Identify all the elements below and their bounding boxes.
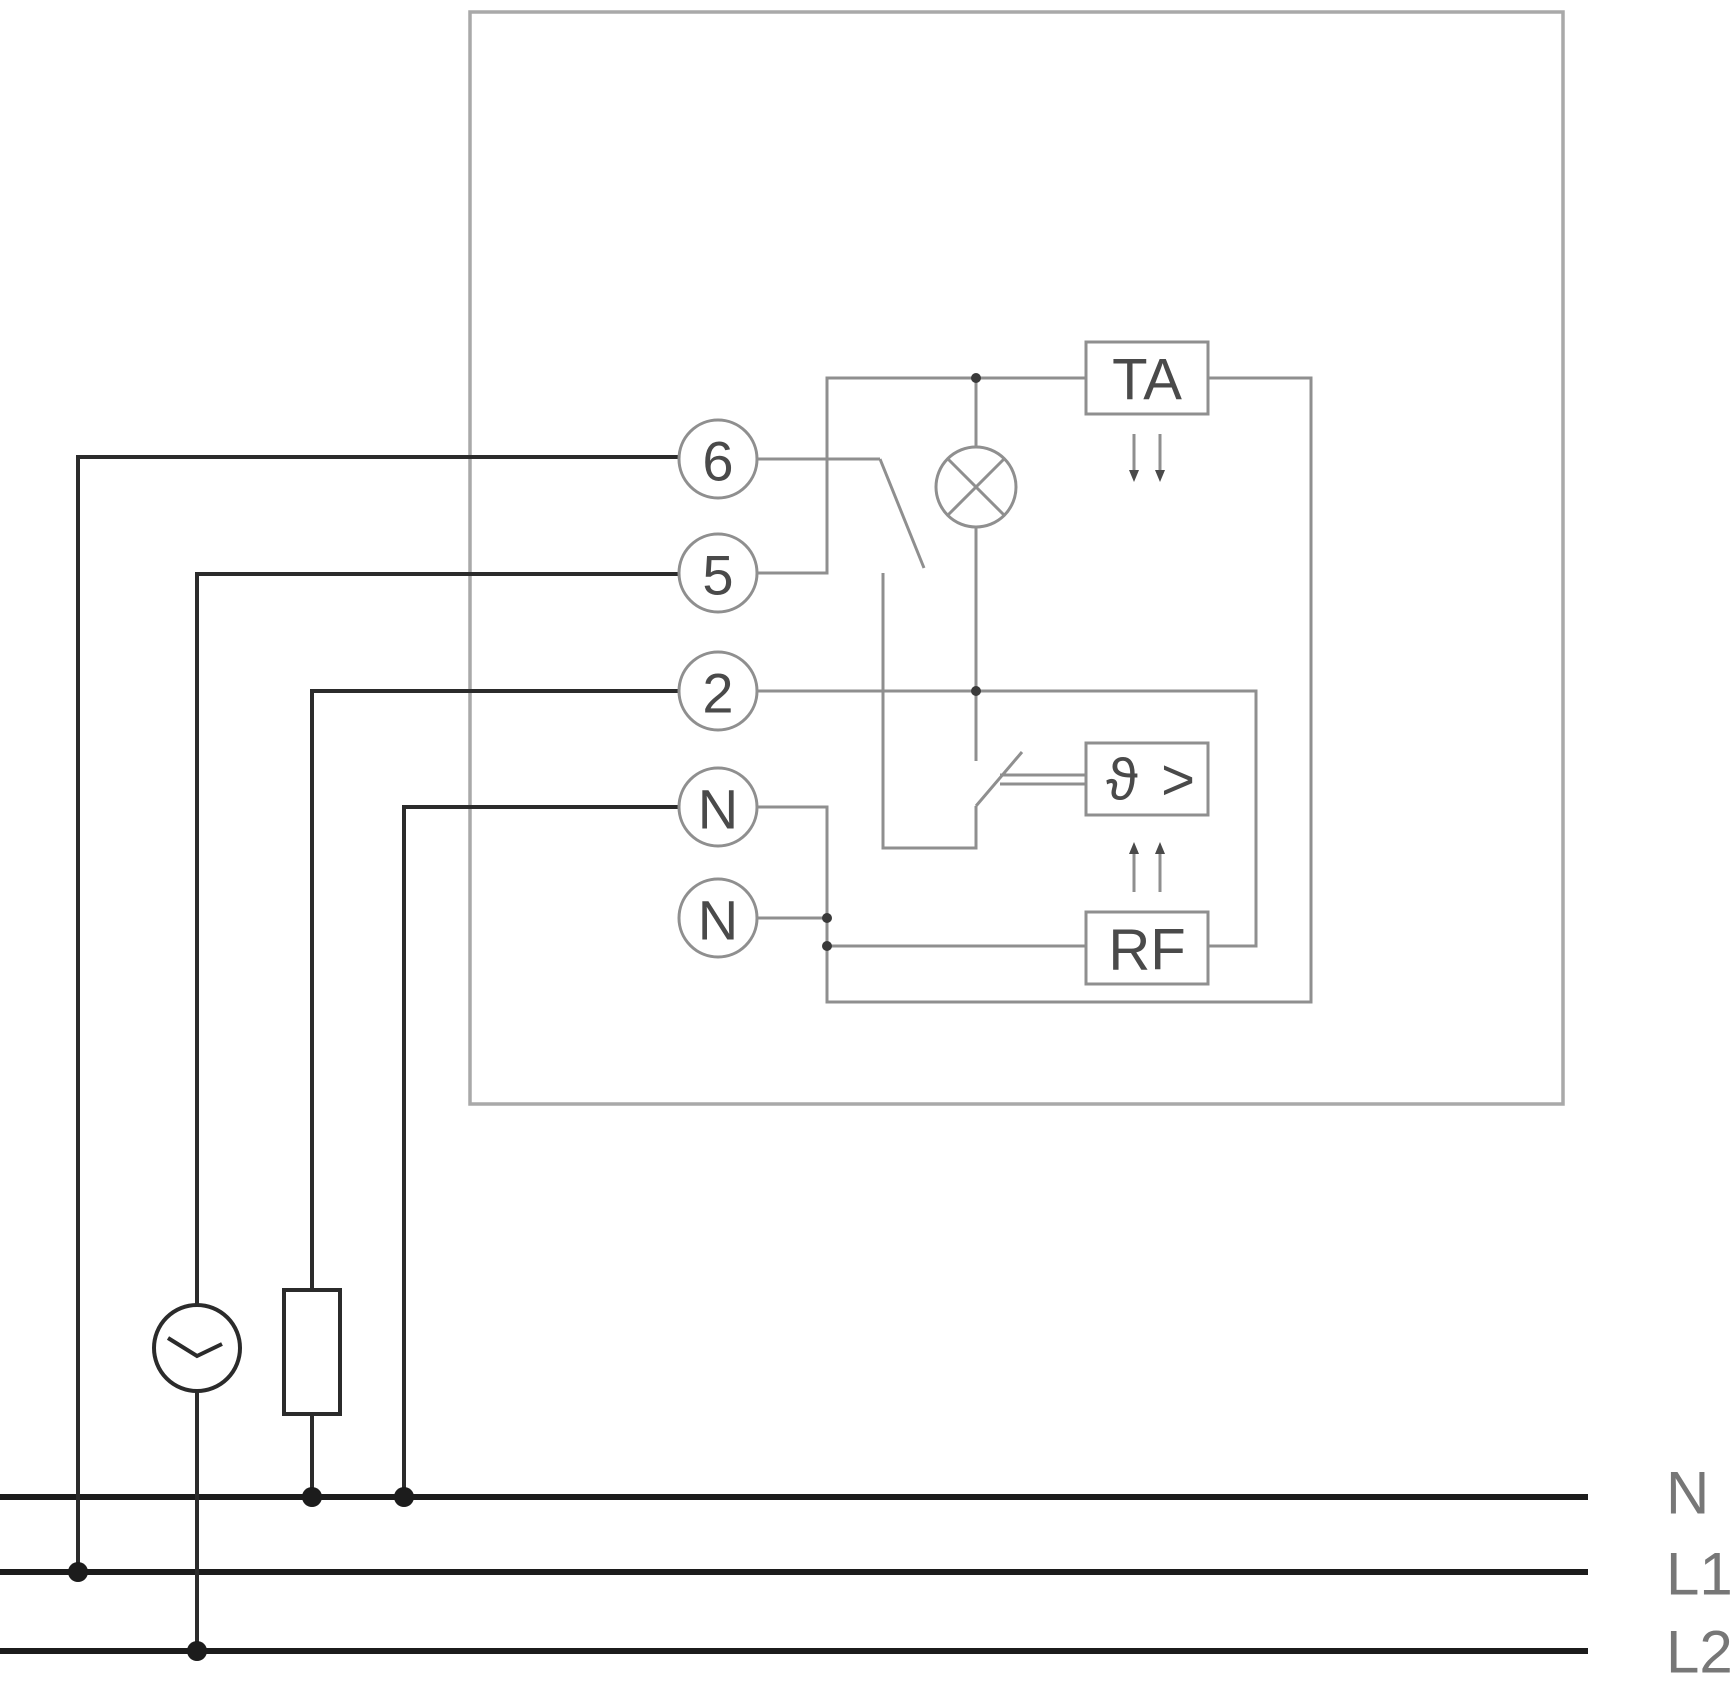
terminal-n-2-label: N: [698, 889, 738, 952]
bus-l2-label: L2: [1666, 1619, 1732, 1686]
thermostat-box: [1084, 741, 1210, 817]
ta-label: TA: [1112, 348, 1182, 413]
terminal-n-2-circle: [677, 877, 759, 959]
wire-n1-internal: [757, 805, 829, 918]
ta-box: [1084, 340, 1210, 416]
relay-switch-blade: [878, 458, 926, 569]
timer-clock: [152, 1303, 242, 1393]
lamp-cross-2: [946, 457, 1006, 517]
wire-5-clock: [195, 572, 684, 1306]
device-housing: [468, 10, 1565, 1106]
wire-2-heater: [310, 689, 684, 1292]
rf-module: RF: [1084, 910, 1210, 986]
thermo-compare: >: [1161, 748, 1195, 813]
thermo-arrows: [1129, 842, 1165, 892]
thermo-contact-blade: [974, 751, 1024, 807]
ta-arrow-2-head: [1155, 470, 1165, 482]
thermo-arrow-1-head: [1129, 842, 1139, 854]
terminal-n-1-label: N: [698, 778, 738, 841]
junction-n1: [822, 913, 832, 923]
terminal-6: 6: [677, 418, 759, 500]
wire-ta-right: [825, 376, 1313, 1004]
terminal-2-label: 2: [702, 662, 733, 725]
terminal-n-2: N: [677, 877, 759, 959]
terminal-5: 5: [677, 532, 759, 614]
terminal-6-label: 6: [702, 430, 733, 493]
terminal-n-1: N: [677, 766, 759, 848]
thermo-symbol: ϑ: [1106, 748, 1138, 813]
junction-n-n: [394, 1487, 414, 1507]
ta-module: TA: [1084, 340, 1210, 416]
thermostat-module: ϑ >: [1084, 741, 1210, 817]
terminal-n-1-circle: [677, 766, 759, 848]
bus-n-label: N: [1666, 1460, 1709, 1527]
indicator-lamp: [934, 445, 1018, 529]
terminal-2: 2: [677, 650, 759, 732]
clock-hands: [166, 1336, 223, 1359]
wire-6-l1: [76, 455, 684, 1574]
junction-heater-n: [302, 1487, 322, 1507]
external-wiring: [76, 455, 684, 1653]
junction-lamp-top: [971, 373, 981, 383]
terminal-2-circle: [677, 650, 759, 732]
wire-switch-down: [881, 573, 978, 850]
terminal-6-circle: [677, 418, 759, 500]
junction-lamp-bottom: [971, 686, 981, 696]
junction-n2: [822, 941, 832, 951]
wire-n-n: [402, 805, 684, 1499]
rf-label: RF: [1108, 918, 1185, 983]
junction-l2: [187, 1641, 207, 1661]
internal-wiring: [757, 376, 1313, 1004]
wire-2-internal: [757, 689, 1258, 948]
rf-box: [1084, 910, 1210, 986]
heater-resistor: [282, 1288, 342, 1416]
terminal-5-label: 5: [702, 544, 733, 607]
wire-5-internal: [757, 376, 1086, 575]
clock-icon: [152, 1303, 242, 1393]
junction-l1: [68, 1562, 88, 1582]
bus-l1-label: L1: [1666, 1541, 1732, 1608]
bus-lines: [0, 1494, 1588, 1654]
ta-arrow-1-head: [1129, 470, 1139, 482]
ta-arrows: [1129, 434, 1165, 482]
terminal-5-circle: [677, 532, 759, 614]
thermo-arrow-2-head: [1155, 842, 1165, 854]
